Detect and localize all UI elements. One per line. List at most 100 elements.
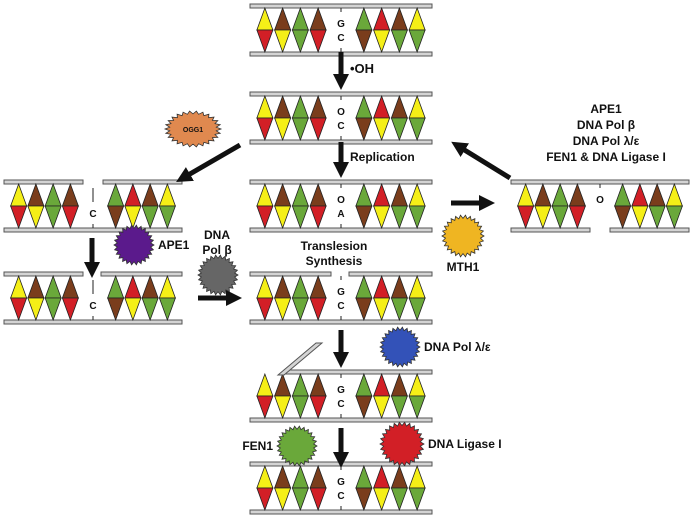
base-bottom <box>107 205 125 230</box>
base-bottom <box>665 205 683 230</box>
base-letter-bottom: C <box>89 301 96 312</box>
base-top <box>390 274 408 299</box>
top-strand <box>283 369 433 375</box>
base-bottom <box>291 487 309 512</box>
top-strand <box>249 3 433 9</box>
base-top <box>309 464 327 489</box>
bottom-strand <box>510 227 591 233</box>
enzyme-label: FEN1 <box>242 439 273 453</box>
base-letter-bottom: C <box>337 121 344 132</box>
enzyme-fen1: FEN1 <box>242 425 318 467</box>
base-bottom <box>373 487 391 512</box>
base-top <box>44 274 62 299</box>
base-top <box>256 94 274 119</box>
base-top <box>373 372 391 397</box>
base-top <box>614 182 632 207</box>
base-letter-bottom: C <box>89 209 96 220</box>
base-top <box>373 6 391 31</box>
top-strand <box>3 271 84 277</box>
base-bottom <box>648 205 666 230</box>
bottom-strand <box>249 509 433 515</box>
base-bottom <box>373 29 391 54</box>
base-bottom <box>27 297 45 322</box>
arrow-right-repair <box>451 141 512 181</box>
base-top <box>274 182 292 207</box>
top-strand <box>249 91 433 97</box>
base-top <box>648 182 666 207</box>
base-top <box>291 182 309 207</box>
base-top <box>141 274 159 299</box>
base-top <box>124 274 142 299</box>
enzyme-ogg1: OGG1 <box>163 110 223 148</box>
base-letter-top: G <box>337 385 345 396</box>
base-bottom <box>274 297 292 322</box>
base-bottom <box>44 205 62 230</box>
enzyme-shape <box>276 425 318 467</box>
base-top <box>373 94 391 119</box>
bottom-strand <box>249 227 433 233</box>
base-bottom <box>408 487 426 512</box>
base-bottom <box>568 205 586 230</box>
top-strand <box>3 179 84 185</box>
base-top <box>355 274 373 299</box>
base-letter-bottom: C <box>337 491 344 502</box>
base-top <box>107 182 125 207</box>
dna-duplex: C <box>3 179 183 233</box>
dna-duplex: GC <box>249 461 433 515</box>
enzyme-label: DNA Pol λ/ε <box>424 340 491 354</box>
base-bottom <box>256 29 274 54</box>
base-top <box>309 6 327 31</box>
base-bottom <box>10 297 28 322</box>
enzyme-shape <box>379 326 421 368</box>
label-translesion: Translesion <box>301 239 368 253</box>
base-bottom <box>390 117 408 142</box>
right-list-ape1: APE1 <box>590 102 622 116</box>
base-bottom <box>408 395 426 420</box>
base-bottom <box>274 29 292 54</box>
base-top <box>256 372 274 397</box>
top-strand <box>100 271 183 277</box>
base-top <box>390 6 408 31</box>
dna-duplex: GC <box>249 369 433 423</box>
base-bottom <box>124 297 142 322</box>
base-bottom <box>256 487 274 512</box>
base-bottom <box>390 205 408 230</box>
enzyme-label: APE1 <box>158 238 190 252</box>
right-enzyme-list: APE1 DNA Pol β DNA Pol λ/ε FEN1 & DNA Li… <box>546 102 666 164</box>
base-top <box>355 6 373 31</box>
enzyme-shape <box>113 224 155 266</box>
base-bottom <box>291 29 309 54</box>
base-top <box>309 372 327 397</box>
dna-duplex: GC <box>249 3 433 57</box>
enzyme-pollambda: DNA Pol λ/ε <box>379 326 491 368</box>
bottom-strand <box>249 417 433 423</box>
enzyme-ligase: DNA Ligase I <box>379 421 502 467</box>
base-letter-bottom: C <box>337 301 344 312</box>
base-bottom <box>158 205 176 230</box>
enzyme-label: MTH1 <box>447 260 480 274</box>
label-pol-beta: Pol β <box>202 243 231 257</box>
base-top <box>355 94 373 119</box>
base-bottom <box>408 117 426 142</box>
base-top <box>10 182 28 207</box>
base-bottom <box>274 205 292 230</box>
base-bottom <box>291 395 309 420</box>
base-bottom <box>158 297 176 322</box>
base-bottom <box>355 487 373 512</box>
base-bottom <box>61 205 79 230</box>
base-top <box>309 274 327 299</box>
base-bottom <box>408 297 426 322</box>
base-letter-top: G <box>337 287 345 298</box>
base-letter-top: O <box>596 195 604 206</box>
base-top <box>256 182 274 207</box>
base-bottom <box>309 395 327 420</box>
base-bottom <box>355 297 373 322</box>
base-top <box>256 6 274 31</box>
right-list-pol-lambda: DNA Pol λ/ε <box>573 134 640 148</box>
base-top <box>390 372 408 397</box>
base-letter-top: O <box>337 107 345 118</box>
base-bottom <box>355 117 373 142</box>
base-top <box>107 274 125 299</box>
enzyme-ape1: APE1 <box>113 224 190 266</box>
